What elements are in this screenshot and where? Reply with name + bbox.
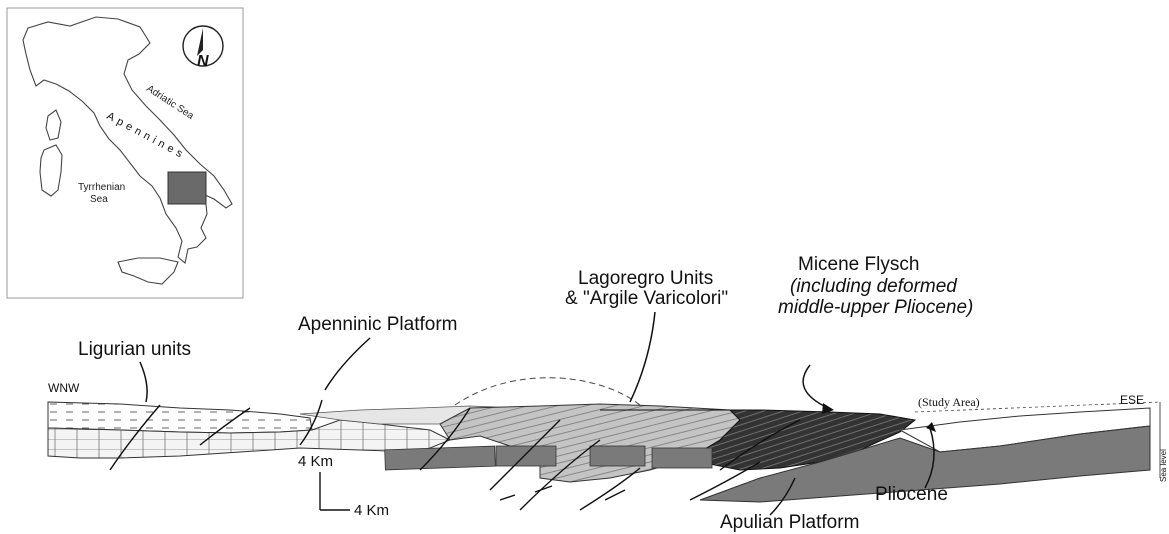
compass-north-label: N	[197, 53, 209, 70]
inset-map: N Adriatic Sea Apennines Tyrrhenian Sea	[7, 8, 243, 298]
label-wnw: WNW	[48, 381, 80, 395]
leader-ligurian	[140, 362, 147, 402]
label-tyrrhenian-sea: Sea	[90, 194, 108, 205]
apulian-block-2	[496, 446, 556, 466]
label-study-area: (Study Area)	[918, 395, 980, 409]
label-argile-varicolori: & "Argile Varicolori"	[565, 288, 728, 309]
label-miocene-flysch: Micene Flysch	[798, 254, 919, 275]
scale-vertical-label: 4 Km	[298, 453, 333, 470]
label-pliocene: Pliocene	[875, 484, 948, 505]
label-apenninic-platform: Apenninic Platform	[298, 314, 457, 335]
unit-ligurian	[48, 402, 312, 433]
label-ligurian-units: Ligurian units	[78, 339, 191, 360]
leader-lagonegro	[630, 312, 655, 402]
label-sea-level: Sea level	[1159, 449, 1168, 482]
leader-apenninic	[325, 338, 370, 390]
label-miocene-pliocene: middle-upper Pliocene)	[778, 297, 973, 318]
scale-bar: 4 Km 4 Km	[298, 453, 389, 519]
label-tyrrhenian: Tyrrhenian	[78, 182, 125, 193]
unit-lagonegro	[440, 404, 740, 482]
apulian-block-1	[385, 446, 496, 470]
scale-horizontal-label: 4 Km	[354, 502, 389, 519]
label-apulian-platform: Apulian Platform	[720, 512, 859, 533]
eroded-outline	[455, 378, 640, 405]
label-lagonegro-units: Lagoregro Units	[578, 268, 713, 289]
sardinia-outline	[40, 145, 62, 196]
study-area-box	[168, 172, 206, 204]
apulian-block-4	[652, 448, 712, 468]
label-ese: ESE	[1120, 393, 1144, 407]
label-miocene-including: (including deformed	[790, 276, 958, 297]
apulian-block-3	[590, 446, 645, 466]
leader-miocene	[803, 365, 828, 408]
